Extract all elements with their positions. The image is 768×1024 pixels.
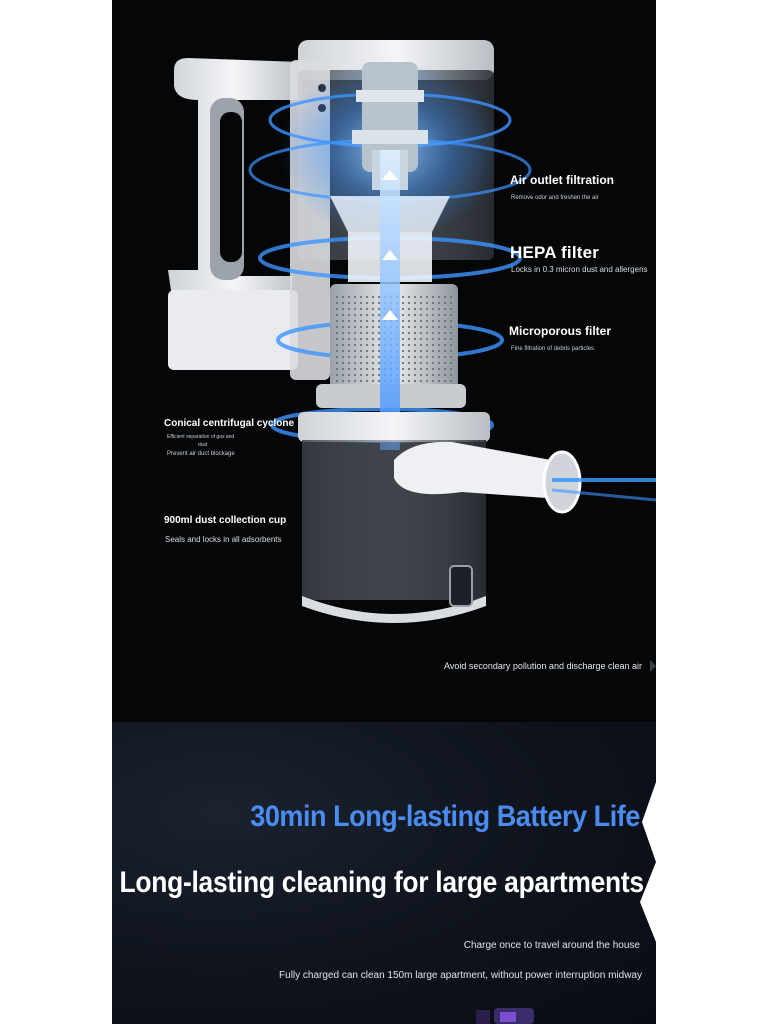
vacuum-cutaway-illustration xyxy=(168,40,656,672)
callout-cyclone-desc-3: Prevent air duct blockage xyxy=(167,451,235,457)
battery-line-1: Charge once to travel around the house xyxy=(463,940,640,951)
dust-cup xyxy=(298,412,490,623)
battery-subheadline: Long-lasting cleaning for large apartmen… xyxy=(119,866,645,899)
arrow-right-icon xyxy=(650,660,656,672)
callout-dust-cup-desc: Seals and locks in all adsorbents xyxy=(165,535,282,544)
product-peek xyxy=(476,1008,534,1024)
callout-microporous-title: Microporous filter xyxy=(509,324,612,338)
product-illustration-panel: Air outlet filtration Remove odor and fr… xyxy=(112,0,656,722)
callout-air-outlet-desc: Remove odor and freshen the air xyxy=(511,195,599,201)
callout-dust-cup-title: 900ml dust collection cup xyxy=(164,515,287,526)
decorative-swoosh xyxy=(640,782,656,942)
callout-cyclone-desc-2: dust xyxy=(198,442,208,448)
callout-hepa-title: HEPA filter xyxy=(510,243,600,262)
handle xyxy=(168,58,302,370)
callout-hepa-desc: Locks in 0.3 micron dust and allergens xyxy=(511,265,648,274)
callout-cyclone-desc-1: Efficient separation of gas and xyxy=(167,434,235,440)
callout-pollution-text: Avoid secondary pollution and discharge … xyxy=(444,661,642,671)
battery-line-2: Fully charged can clean 150m large apart… xyxy=(279,970,642,981)
callout-air-outlet-title: Air outlet filtration xyxy=(510,173,614,187)
airflow-beam xyxy=(380,150,400,450)
battery-headline: 30min Long-lasting Battery Life xyxy=(250,800,640,833)
nozzle xyxy=(394,441,656,514)
callout-microporous-desc: Fine filtration of debris particles xyxy=(511,346,595,352)
callout-cyclone-title: Conical centrifugal cyclone xyxy=(164,418,295,429)
battery-life-panel: 30min Long-lasting Battery Life Long-las… xyxy=(112,722,656,1024)
